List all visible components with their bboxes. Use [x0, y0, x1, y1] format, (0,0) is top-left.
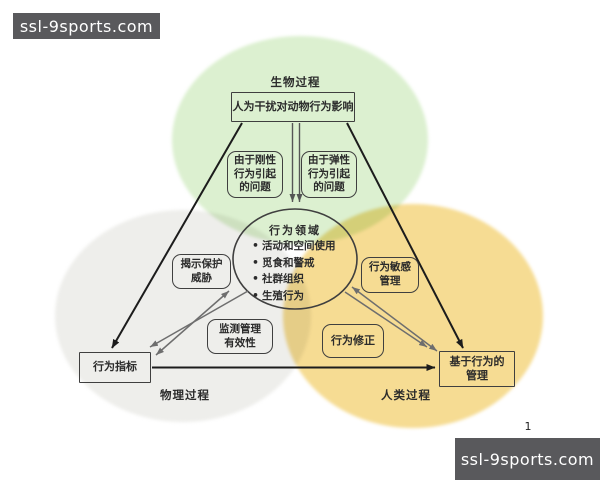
bbm-line-1: 基于行为的 [449, 354, 505, 368]
behavior-domain-ellipse [232, 208, 358, 310]
arrow-disturbance-to-indicators [111, 122, 243, 349]
bullet-icon: • [252, 289, 259, 302]
bullet-icon: • [252, 256, 259, 269]
human-disturbance-text: 人为干扰对动物行为影响 [232, 99, 354, 113]
rigid-line-1: 由于刚性 [234, 154, 276, 167]
arrow-bbm-to-domain [351, 286, 438, 352]
flexible-line-2: 行为引起 [308, 167, 350, 180]
human-process-label: 人类过程 [381, 388, 431, 402]
reveal-line-1: 揭示保护 [180, 257, 223, 270]
behavior-indicators-box: 行为指标 [79, 352, 151, 383]
watermark-bottom-text: ssl-9sports.com [460, 449, 595, 469]
behavior-domain-item-1: 活动和空间使用 [262, 240, 336, 252]
bbm-line-2: 管理 [466, 369, 488, 382]
behavior-domain-item-3: 社群组织 [262, 273, 304, 285]
list-item: • 社群组织 [249, 271, 353, 288]
behavior-domain-item-4: 生殖行为 [262, 289, 304, 302]
sensitive-line-1: 行为敏感 [369, 261, 411, 274]
rigid-behavior-problems-box: 由于刚性 行为引起 的问题 [227, 151, 283, 198]
monitor-effectiveness-box: 监测管理 有效性 [207, 319, 273, 354]
behavior-modification-text: 行为修正 [331, 333, 375, 347]
flexible-line-3: 的问题 [313, 181, 345, 194]
arrow-indicators-to-domain [155, 290, 230, 356]
list-item: • 觅食和警戒 [249, 255, 353, 272]
flexible-line-1: 由于弹性 [308, 154, 350, 167]
page-number: 1 [524, 420, 532, 433]
watermark-bottom-right: ssl-9sports.com [455, 438, 600, 480]
bullet-icon: • [252, 240, 259, 252]
monitor-line-1: 监测管理 [219, 322, 261, 335]
rigid-line-2: 行为引起 [234, 167, 276, 180]
behavior-domain-item-2: 觅食和警戒 [262, 256, 315, 269]
behavior-domain-title: 行为领域 [269, 224, 321, 237]
biological-process-label: 生物过程 [270, 75, 321, 89]
behavior-domain-list: • 活动和空间使用 • 觅食和警戒 • 社群组织 • 生殖行为 [249, 238, 353, 304]
human-disturbance-box: 人为干扰对动物行为影响 [231, 92, 355, 122]
sensitive-line-2: 管理 [379, 275, 401, 287]
behavior-modification-box: 行为修正 [322, 324, 384, 358]
watermark-top-text: ssl-9sports.com [19, 16, 154, 36]
behavior-based-management-box: 基于行为的 管理 [439, 351, 515, 387]
watermark-top-left: ssl-9sports.com [13, 13, 160, 39]
reveal-threats-box: 揭示保护 威胁 [172, 254, 231, 289]
list-item: • 生殖行为 [249, 288, 353, 305]
rigid-line-3: 的问题 [239, 181, 271, 194]
reveal-line-2: 威胁 [191, 271, 212, 284]
arrow-disturbance-to-management [346, 122, 464, 349]
bullet-icon: • [252, 273, 259, 285]
flexible-behavior-problems-box: 由于弹性 行为引起 的问题 [301, 151, 357, 198]
behavior-indicators-text: 行为指标 [93, 360, 137, 374]
physical-process-label: 物理过程 [160, 388, 210, 402]
behavior-sensitive-management-box: 行为敏感 管理 [361, 257, 419, 293]
list-item: • 活动和空间使用 [249, 238, 353, 255]
monitor-line-2: 有效性 [224, 336, 256, 349]
